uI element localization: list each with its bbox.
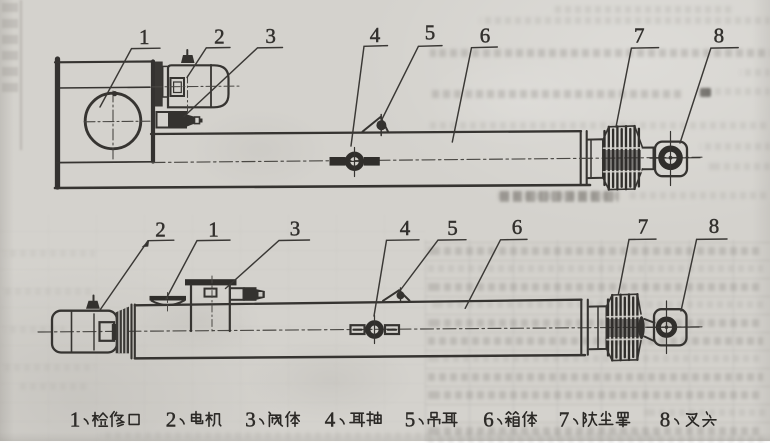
svg-text:3: 3 — [245, 408, 256, 432]
svg-text:7: 7 — [634, 24, 645, 48]
svg-text:6: 6 — [512, 215, 523, 239]
svg-text:7: 7 — [559, 408, 570, 432]
svg-text:6: 6 — [483, 408, 494, 432]
svg-text:4: 4 — [370, 23, 381, 47]
svg-text:1: 1 — [70, 408, 81, 432]
svg-text:7: 7 — [638, 215, 649, 239]
svg-text:8: 8 — [660, 408, 671, 432]
svg-text:2: 2 — [155, 218, 166, 242]
svg-text:4: 4 — [325, 408, 336, 432]
svg-text:8: 8 — [714, 24, 725, 48]
svg-text:8: 8 — [709, 214, 720, 238]
svg-text:1: 1 — [139, 25, 150, 49]
svg-text:5: 5 — [447, 216, 458, 240]
svg-text:2: 2 — [214, 25, 225, 49]
svg-text:5: 5 — [425, 21, 436, 45]
svg-text:4: 4 — [400, 216, 411, 240]
svg-text:3: 3 — [265, 24, 276, 48]
svg-text:3: 3 — [290, 217, 301, 241]
svg-text:5: 5 — [405, 408, 416, 432]
svg-text:2: 2 — [166, 408, 177, 432]
svg-text:6: 6 — [480, 24, 491, 48]
svg-text:1: 1 — [208, 218, 219, 242]
